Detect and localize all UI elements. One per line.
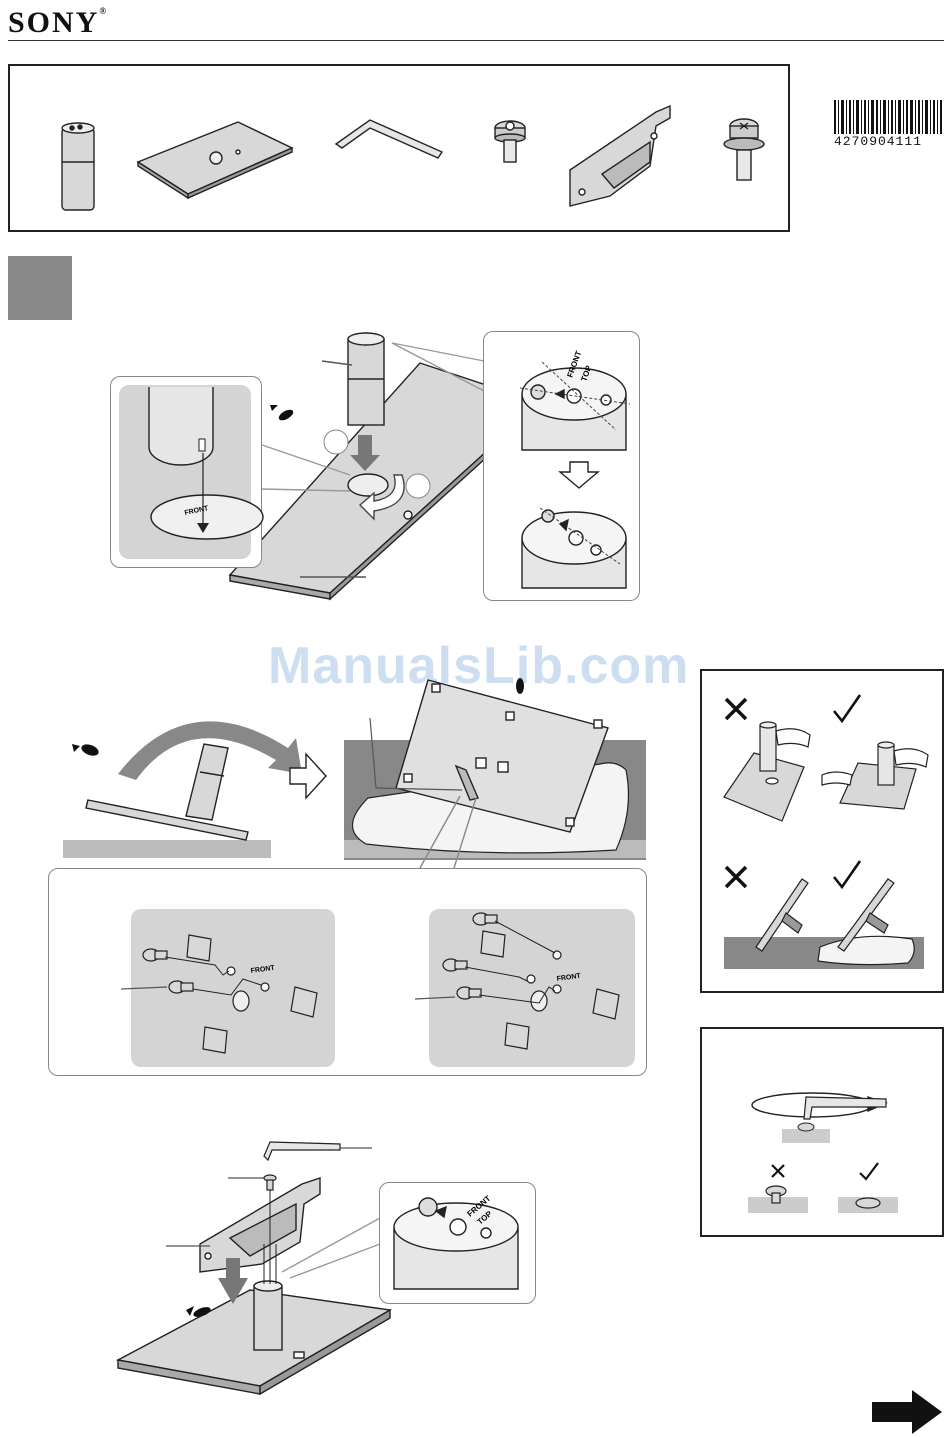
brand-logo: SONY® [8, 6, 106, 40]
screw-tight [856, 1198, 880, 1208]
step1-orientation-callout: FRONT TOP [483, 331, 640, 601]
right-front-label: FRONT [556, 973, 582, 983]
callout-down-arrow [560, 462, 598, 488]
step1-detail-inset: FRONT [110, 376, 262, 568]
step3-illustration [0, 1134, 700, 1394]
next-page-arrow-icon[interactable] [868, 1390, 944, 1434]
step3-orientation-callout: FRONT TOP [379, 1182, 536, 1304]
part-neck-post [62, 123, 94, 210]
caution-panel-screw-tightening [700, 1027, 944, 1237]
step1-marker-1 [324, 430, 348, 454]
step2-left-stand [86, 744, 248, 840]
step1-marker-2 [406, 474, 430, 498]
caution-lift-wrong [724, 722, 810, 821]
part-base-plate [138, 122, 292, 198]
part-bracket [570, 106, 670, 206]
parts-illustrations [10, 66, 792, 234]
parts-list-box [8, 64, 790, 232]
right-pad-3 [505, 1023, 529, 1049]
caution-panel-handling [700, 669, 944, 993]
part-small-screw [495, 121, 525, 162]
step2-illustration [0, 680, 700, 860]
cross-mark-icon [726, 699, 746, 719]
header-rule [8, 40, 944, 41]
right-pad-1 [481, 931, 505, 957]
check-mark-icon [860, 1163, 878, 1179]
step-number-block [8, 256, 72, 320]
cross-mark-icon [772, 1165, 784, 1177]
step2-hand-icon-left [72, 742, 100, 758]
left-front-label: FRONT [250, 965, 276, 975]
barcode-number: 4270904111 [834, 134, 944, 149]
step3-screw [264, 1175, 276, 1190]
left-pad-2 [291, 987, 317, 1017]
step3-hex-key [264, 1142, 340, 1160]
cross-mark-icon [726, 867, 746, 887]
part-large-screw [724, 119, 764, 180]
check-mark-icon [834, 861, 860, 887]
step2-detail-panel: FRONT FRONT [48, 868, 647, 1076]
check-mark-icon [834, 695, 860, 721]
left-pad-3 [203, 1027, 227, 1053]
left-pad-1 [187, 935, 211, 961]
callout-bottom-cylinder [522, 508, 626, 588]
caution-lift-right [822, 742, 928, 809]
barcode-graphic [834, 100, 942, 136]
step2-hand-icon-right [516, 678, 524, 694]
part-hex-key [336, 120, 442, 158]
step1-hand-icon [270, 405, 295, 422]
right-pad-2 [593, 989, 619, 1019]
right-detail-leader [415, 985, 475, 1025]
step3-bracket [200, 1178, 320, 1272]
step1-neck [322, 333, 384, 425]
step3-neck [254, 1281, 282, 1350]
left-detail-leader [121, 975, 201, 1015]
